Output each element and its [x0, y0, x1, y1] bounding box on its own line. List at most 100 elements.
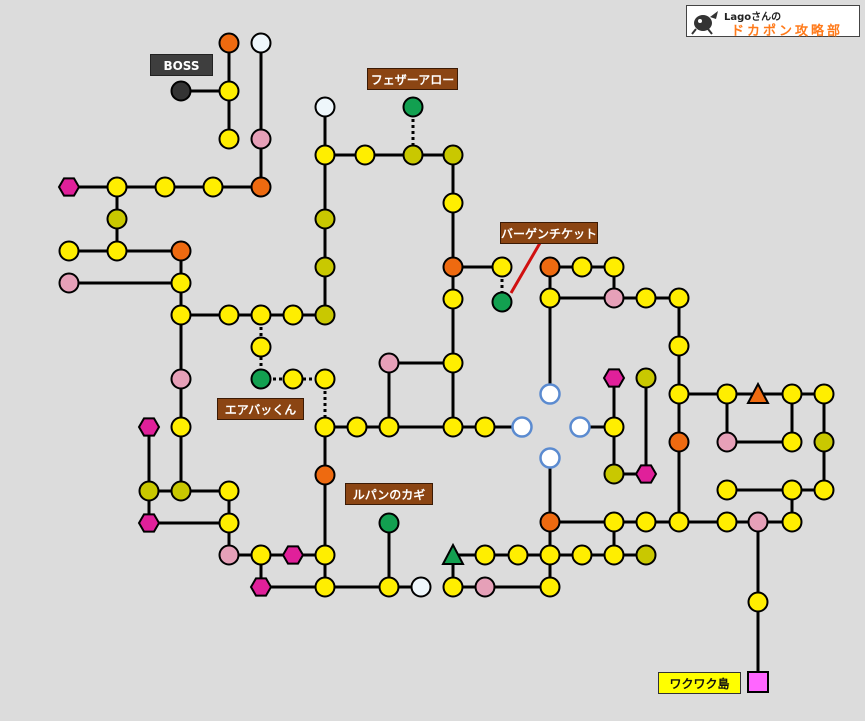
square-goal-icon	[747, 671, 769, 693]
yellow-space	[635, 287, 657, 309]
orange-space	[539, 511, 561, 533]
hexagon-space-icon	[634, 464, 658, 484]
orange-space	[442, 256, 464, 278]
yellow-space	[346, 416, 368, 438]
yellow-space	[781, 479, 803, 501]
yellow-space	[282, 368, 304, 390]
pink-space	[378, 352, 400, 374]
blue-ring-space	[569, 416, 591, 438]
bargain-ticket-pointer	[509, 242, 542, 294]
orange-space	[170, 240, 192, 262]
yellow-space	[442, 416, 464, 438]
yellow-space	[507, 544, 529, 566]
white-space	[314, 96, 336, 118]
orange-space	[314, 464, 336, 486]
pink-space	[218, 544, 240, 566]
yellow-space	[603, 511, 625, 533]
olive-space	[138, 480, 160, 502]
yellow-space	[170, 416, 192, 438]
triangle-space-icon	[746, 381, 770, 404]
yellow-space	[491, 256, 513, 278]
yellow-space	[314, 416, 336, 438]
olive-space	[442, 144, 464, 166]
hexagon-space-icon	[249, 577, 273, 597]
hexagon-space-icon	[137, 417, 161, 437]
yellow-space	[571, 544, 593, 566]
yellow-space	[635, 511, 657, 533]
olive-space	[635, 367, 657, 389]
yellow-space	[781, 383, 803, 405]
yellow-space	[282, 304, 304, 326]
olive-space	[314, 208, 336, 230]
yellow-space	[154, 176, 176, 198]
yellow-space	[747, 591, 769, 613]
bargain-ticket-label: バーゲンチケット	[500, 222, 598, 244]
yellow-space	[202, 176, 224, 198]
hexagon-space-icon	[602, 368, 626, 388]
yellow-space	[474, 416, 496, 438]
yellow-space	[442, 288, 464, 310]
lupin-key-label: ルパンのカギ	[345, 483, 433, 505]
yellow-space	[716, 383, 738, 405]
yellow-space	[603, 416, 625, 438]
olive-space	[314, 304, 336, 326]
pink-space	[58, 272, 80, 294]
yellow-space	[716, 511, 738, 533]
yellow-space	[250, 304, 272, 326]
boss-label: BOSS	[150, 54, 213, 76]
yellow-space	[668, 287, 690, 309]
orange-space	[668, 431, 690, 453]
yellow-space	[170, 272, 192, 294]
yellow-space	[539, 544, 561, 566]
mascot-icon	[691, 11, 718, 35]
yellow-space	[813, 383, 835, 405]
yellow-space	[539, 287, 561, 309]
green-event-space	[378, 512, 400, 534]
olive-space	[813, 431, 835, 453]
air-back-label: エアバッくん	[217, 398, 304, 420]
olive-space	[170, 480, 192, 502]
yellow-space	[106, 176, 128, 198]
pink-space	[747, 511, 769, 533]
blue-ring-space	[539, 383, 561, 405]
yellow-space	[314, 544, 336, 566]
yellow-space	[218, 512, 240, 534]
blue-ring-space	[539, 447, 561, 469]
yellow-space	[378, 416, 400, 438]
boss-space	[170, 80, 192, 102]
green-event-space	[250, 368, 272, 390]
olive-space	[402, 144, 424, 166]
yellow-space	[314, 368, 336, 390]
yellow-space	[250, 336, 272, 358]
yellow-space	[781, 431, 803, 453]
yellow-space	[314, 144, 336, 166]
yellow-space	[378, 576, 400, 598]
logo-author: Lagoさんの	[724, 12, 782, 23]
orange-space	[250, 176, 272, 198]
pink-space	[170, 368, 192, 390]
olive-space	[603, 463, 625, 485]
feather-arrow-label: フェザーアロー	[367, 68, 458, 90]
yellow-space	[218, 304, 240, 326]
yellow-space	[668, 511, 690, 533]
olive-space	[314, 256, 336, 278]
triangle-space-icon	[441, 542, 465, 565]
pink-space	[474, 576, 496, 598]
yellow-space	[603, 256, 625, 278]
logo-site-name: ドカポン攻略部	[731, 24, 844, 39]
board-spaces	[57, 32, 835, 693]
white-space	[410, 576, 432, 598]
yellow-space	[58, 240, 80, 262]
hexagon-space-icon	[57, 177, 81, 197]
white-space	[250, 32, 272, 54]
yellow-space	[250, 544, 272, 566]
yellow-space	[539, 576, 561, 598]
yellow-space	[218, 128, 240, 150]
site-logo: Lagoさんの ドカポン攻略部	[686, 5, 860, 39]
pink-space	[250, 128, 272, 150]
yellow-space	[781, 511, 803, 533]
olive-space	[635, 544, 657, 566]
yellow-space	[106, 240, 128, 262]
yellow-space	[668, 383, 690, 405]
